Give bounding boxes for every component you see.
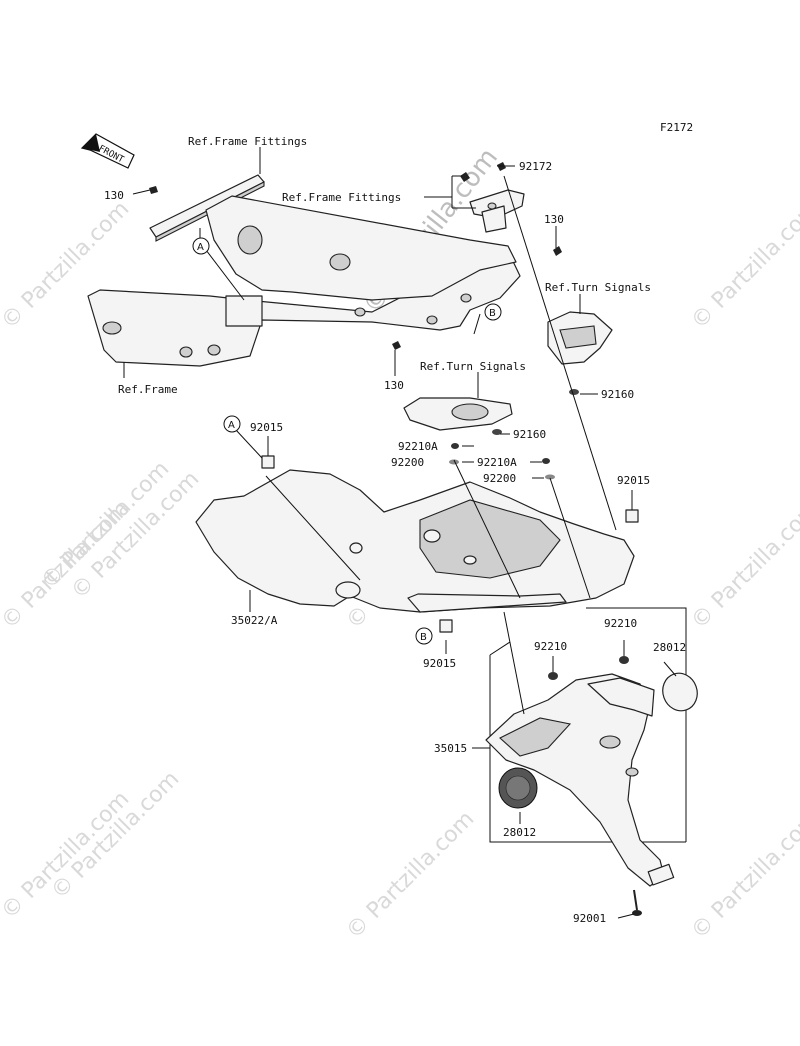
part-number: 35015 xyxy=(434,742,467,755)
watermark: © Partzilla.com xyxy=(687,197,800,335)
callout-b-top: B xyxy=(484,303,502,321)
rear-frame xyxy=(87,195,521,367)
part-number: 92160 xyxy=(513,428,546,441)
collar-92015-right xyxy=(625,509,639,523)
ref-frame-fittings-label: Ref.Frame Fittings xyxy=(188,135,307,148)
part-number: 130 xyxy=(384,379,404,392)
washer-92160-right xyxy=(569,389,579,395)
washer-92160-left xyxy=(492,429,502,435)
part-number: 28012 xyxy=(653,641,686,654)
collar-92015-top xyxy=(261,455,275,469)
part-number: 92210A xyxy=(477,456,517,469)
callout-b-top-label: B xyxy=(489,308,496,319)
reflector-28012-right xyxy=(662,672,698,712)
reflector-28012-left xyxy=(498,767,538,809)
callout-a-top-label: A xyxy=(197,242,204,253)
callout-b-bottom: B xyxy=(415,627,433,645)
ref-frame-fittings-label: Ref.Frame Fittings xyxy=(282,191,401,204)
part-number: 130 xyxy=(104,189,124,202)
nut-92210-right xyxy=(619,656,629,664)
part-number: 92210 xyxy=(604,617,637,630)
part-number: 92015 xyxy=(423,657,456,670)
part-number: 92210A xyxy=(398,440,438,453)
leader-line xyxy=(503,175,617,531)
part-number: 92160 xyxy=(601,388,634,401)
part-number: 92172 xyxy=(519,160,552,173)
watermark: © Partzilla.com xyxy=(342,807,480,945)
washer-92200-right xyxy=(545,474,555,480)
leader-lines xyxy=(123,147,677,919)
part-number: 92015 xyxy=(250,421,283,434)
ref-turn-signals-label: Ref.Turn Signals xyxy=(420,360,526,373)
bolt-130-left xyxy=(392,341,401,350)
part-number: 35022/A xyxy=(231,614,278,627)
inner-fender xyxy=(195,469,635,613)
screw-92001 xyxy=(632,889,642,916)
part-number: 130 xyxy=(544,213,564,226)
callout-a-bottom: A xyxy=(223,415,241,433)
part-number: 92200 xyxy=(391,456,424,469)
ref-turn-signals-label: Ref.Turn Signals xyxy=(545,281,651,294)
part-number: 92015 xyxy=(617,474,650,487)
part-number: 28012 xyxy=(503,826,536,839)
bolt-130-right xyxy=(553,246,562,256)
turn-signal-right xyxy=(547,311,613,365)
watermark: © Partzilla.com xyxy=(687,807,800,945)
figure-code: F2172 xyxy=(660,121,693,134)
bolt-frame-fitting xyxy=(460,172,470,182)
callout-a-top: A xyxy=(192,237,210,255)
callout-b-bottom-label: B xyxy=(420,632,427,643)
part-number: 92210 xyxy=(534,640,567,653)
nut-92210A-right xyxy=(542,458,550,464)
rear-fender-group xyxy=(485,607,687,887)
ref-frame-label: Ref.Frame xyxy=(118,383,178,396)
collar-92015-bottom xyxy=(439,619,453,633)
bolt-130-top xyxy=(149,186,158,194)
part-number: 92001 xyxy=(573,912,606,925)
watermark: © Partzilla.com xyxy=(687,497,800,635)
watermark: © Partzilla.com xyxy=(0,787,134,925)
nut-92210A-left xyxy=(451,443,459,449)
washer-92200-left xyxy=(449,459,459,465)
nut-92210-left xyxy=(548,672,558,680)
turn-signal-left xyxy=(403,397,513,431)
callout-a-bottom-label: A xyxy=(228,420,235,431)
front-arrow-icon: FRONT xyxy=(80,133,135,169)
frame-fitting-bracket xyxy=(469,189,525,233)
part-number: 92200 xyxy=(483,472,516,485)
